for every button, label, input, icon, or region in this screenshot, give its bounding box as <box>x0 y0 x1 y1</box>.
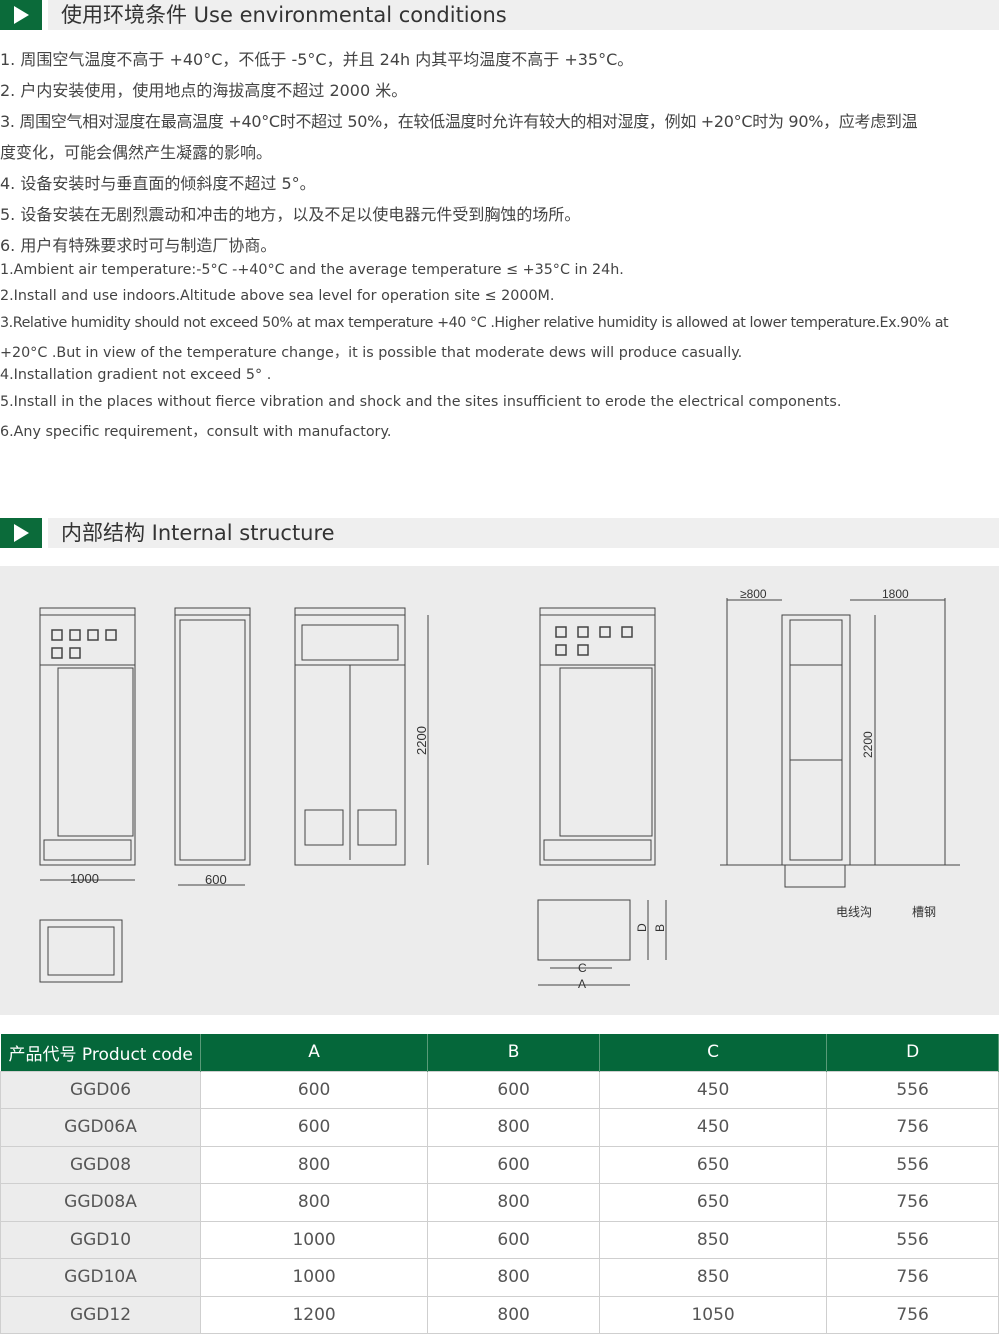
dim-room-depth: 1800 <box>882 587 909 601</box>
table-cell: 556 <box>826 1220 999 1259</box>
table-cell: 650 <box>598 1183 828 1222</box>
play-icon <box>0 0 42 30</box>
dim-height: 2200 <box>861 731 875 758</box>
cabinet-base-plan <box>39 919 123 983</box>
table-cell: 756 <box>826 1258 999 1297</box>
table-cell: GGD08A <box>0 1183 201 1222</box>
table-cell: 600 <box>199 1070 429 1109</box>
table-cell: GGD12 <box>0 1295 201 1334</box>
table-cell: 600 <box>199 1108 429 1147</box>
table-cell: 800 <box>199 1183 429 1222</box>
section-header-structure: 内部结构 Internal structure <box>0 518 999 548</box>
section-title: 内部结构 Internal structure <box>48 518 999 548</box>
cn-line: 4. 设备安装时与垂直面的倾斜度不超过 5°。 <box>0 174 316 193</box>
cn-line: 5. 设备安装在无剧烈震动和冲击的地方，以及不足以使电器元件受到胸蚀的场所。 <box>0 205 581 224</box>
table-cell: 800 <box>427 1295 600 1334</box>
play-icon <box>0 518 42 548</box>
cn-line: 3. 周围空气相对湿度在最高温度 +40°C时不超过 50%，在较低温度时允许有… <box>0 112 918 131</box>
dim-C: C <box>578 961 587 975</box>
dim-width: 1000 <box>70 871 99 886</box>
cabinet-side: 600 <box>174 607 251 887</box>
table-cell: 850 <box>598 1220 828 1259</box>
table-cell: 800 <box>427 1258 600 1297</box>
table-cell: 556 <box>826 1070 999 1109</box>
table-cell: GGD06 <box>0 1070 201 1109</box>
table-cell: 600 <box>427 1220 600 1259</box>
label-channel-steel: 槽钢 <box>912 905 936 919</box>
table-cell: GGD10A <box>0 1258 201 1297</box>
table-cell: 800 <box>199 1145 429 1184</box>
table-cell: 1200 <box>199 1295 429 1334</box>
table-cell: 450 <box>598 1108 828 1147</box>
structure-drawing: 1000 600 2200 C A D B ≥800 1800 2200 电线沟… <box>0 566 999 1015</box>
en-line: 1.Ambient air temperature:-5°C -+40°C an… <box>0 262 624 278</box>
cn-line: 2. 户内安装使用，使用地点的海拔高度不超过 2000 米。 <box>0 81 408 100</box>
col-header: D <box>826 1034 999 1071</box>
table-cell: 850 <box>598 1258 828 1297</box>
dim-clearance: ≥800 <box>740 587 767 601</box>
en-line: +20°C .But in view of the temperature ch… <box>0 345 743 361</box>
table-cell: 556 <box>826 1145 999 1184</box>
table-cell: 756 <box>826 1183 999 1222</box>
en-line: 3.Relative humidity should not exceed 50… <box>0 315 949 331</box>
table-cell: 1050 <box>598 1295 828 1334</box>
dim-D: D <box>635 923 649 932</box>
dim-depth: 600 <box>205 872 227 887</box>
dim-B: B <box>653 924 667 932</box>
en-line: 4.Installation gradient not exceed 5° . <box>0 367 272 383</box>
section-header-conditions: 使用环境条件 Use environmental conditions <box>0 0 999 30</box>
section-title: 使用环境条件 Use environmental conditions <box>48 0 999 30</box>
table-cell: GGD08 <box>0 1145 201 1184</box>
col-header: C <box>599 1034 828 1071</box>
cn-line: 度变化，可能会偶然产生凝露的影响。 <box>0 143 273 162</box>
table-cell: GGD10 <box>0 1220 201 1259</box>
installation-section: ≥800 1800 2200 电线沟 槽钢 <box>720 587 960 919</box>
table-cell: 800 <box>427 1183 600 1222</box>
table-cell: 756 <box>826 1108 999 1147</box>
table-cell: 800 <box>427 1108 600 1147</box>
base-dimension-plan: C A D B <box>537 899 667 991</box>
cn-line: 6. 用户有特殊要求时可与制造厂协商。 <box>0 236 277 255</box>
table-cell: 600 <box>427 1070 600 1109</box>
table-cell: 1000 <box>199 1220 429 1259</box>
en-line: 2.Install and use indoors.Altitude above… <box>0 288 555 304</box>
col-header: A <box>200 1034 429 1071</box>
cn-line: 1. 周围空气温度不高于 +40°C，不低于 -5°C，并且 24h 内其平均温… <box>0 50 634 69</box>
table-header-row: 产品代号 Product code A B C D <box>0 1034 999 1071</box>
en-line: 6.Any specific requirement，consult with … <box>0 424 392 440</box>
label-cable-trench: 电线沟 <box>836 905 872 919</box>
table-cell: 1000 <box>199 1258 429 1297</box>
en-line: 5.Install in the places without fierce v… <box>0 394 842 410</box>
table-cell: 450 <box>598 1070 828 1109</box>
dim-height: 2200 <box>414 726 429 755</box>
cabinet-front-double: 2200 <box>294 607 429 866</box>
col-header: 产品代号 Product code <box>0 1034 201 1071</box>
cabinet-front-single: 1000 <box>39 607 136 886</box>
col-header: B <box>427 1034 600 1071</box>
cabinet-front-open <box>539 607 656 866</box>
table-cell: GGD06A <box>0 1108 201 1147</box>
table-cell: 756 <box>826 1295 999 1334</box>
table-cell: 600 <box>427 1145 600 1184</box>
table-cell: 650 <box>598 1145 828 1184</box>
dim-A: A <box>578 977 586 991</box>
